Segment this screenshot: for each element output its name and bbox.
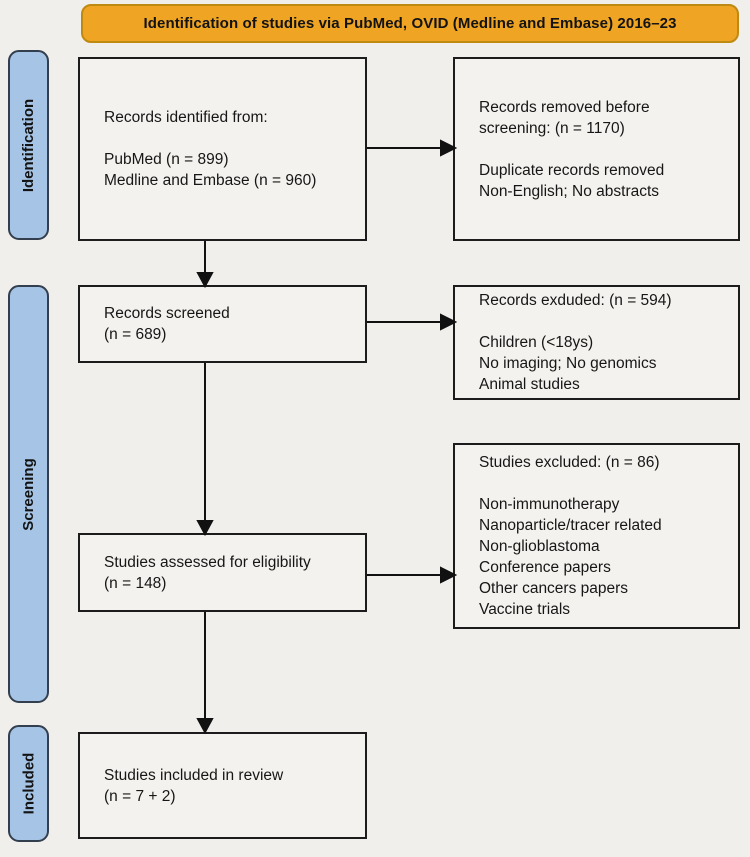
stage-label-screening: Screening — [8, 285, 49, 703]
stage-label-screening-text: Screening — [20, 457, 37, 531]
box-records-screened: Records screened (n = 689) — [78, 285, 367, 363]
box-records-screened-text: Records screened (n = 689) — [104, 305, 230, 343]
box-records-identified: Records identified from: PubMed (n = 899… — [78, 57, 367, 241]
box-records-excluded-text: Records exduded: (n = 594) Children (<18… — [479, 292, 672, 393]
box-studies-excluded: Studies excluded: (n = 86) Non-immunothe… — [453, 443, 740, 629]
box-studies-included-text: Studies included in review (n = 7 + 2) — [104, 766, 284, 805]
box-records-excluded: Records exduded: (n = 594) Children (<18… — [453, 285, 740, 400]
box-records-removed-text: Records removed before screening: (n = 1… — [479, 98, 665, 200]
stage-label-identification: Identification — [8, 50, 49, 240]
stage-label-included: Included — [8, 725, 49, 842]
box-records-identified-text: Records identified from: PubMed (n = 899… — [104, 109, 317, 189]
box-studies-assessed-text: Studies assessed for eligibility (n = 14… — [104, 553, 311, 592]
box-studies-included: Studies included in review (n = 7 + 2) — [78, 732, 367, 839]
stage-label-included-text: Included — [20, 752, 38, 815]
title-banner: Identification of studies via PubMed, OV… — [81, 4, 739, 43]
box-records-removed-before-screening: Records removed before screening: (n = 1… — [453, 57, 740, 241]
arrowhead-assessed-to-included — [196, 718, 214, 735]
title-banner-label: Identification of studies via PubMed, OV… — [143, 15, 677, 32]
stage-label-identification-text: Identification — [20, 98, 37, 192]
box-studies-assessed: Studies assessed for eligibility (n = 14… — [78, 533, 367, 612]
box-studies-excluded-text: Studies excluded: (n = 86) Non-immunothe… — [479, 454, 662, 618]
